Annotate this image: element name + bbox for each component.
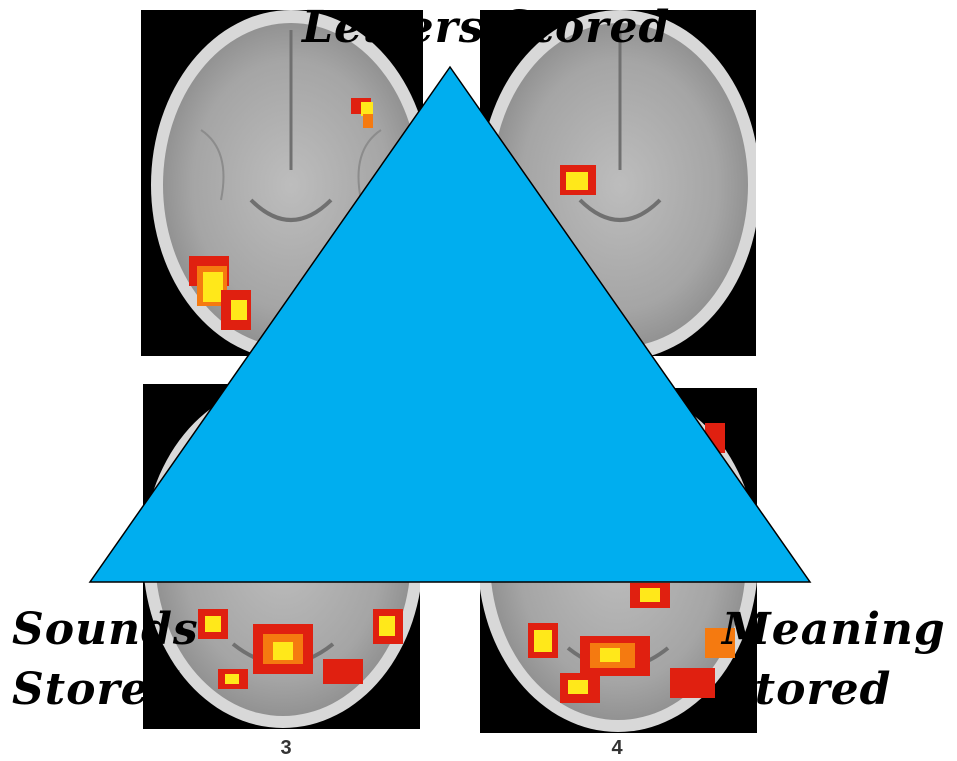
label-top: Letters Stored [302, 0, 670, 56]
label-bottom-right-line1: Meaning [722, 600, 946, 660]
label-top-text: Letters Stored [302, 2, 670, 53]
label-bottom-left: Sounds Stored [12, 600, 199, 720]
label-bottom-right: Meaning Stored [722, 600, 946, 720]
label-bottom-left-line1: Sounds [12, 600, 199, 660]
triangle-shape [90, 67, 810, 582]
label-bottom-left-line2: Stored [12, 660, 199, 720]
label-bottom-right-line2: Stored [722, 660, 946, 720]
